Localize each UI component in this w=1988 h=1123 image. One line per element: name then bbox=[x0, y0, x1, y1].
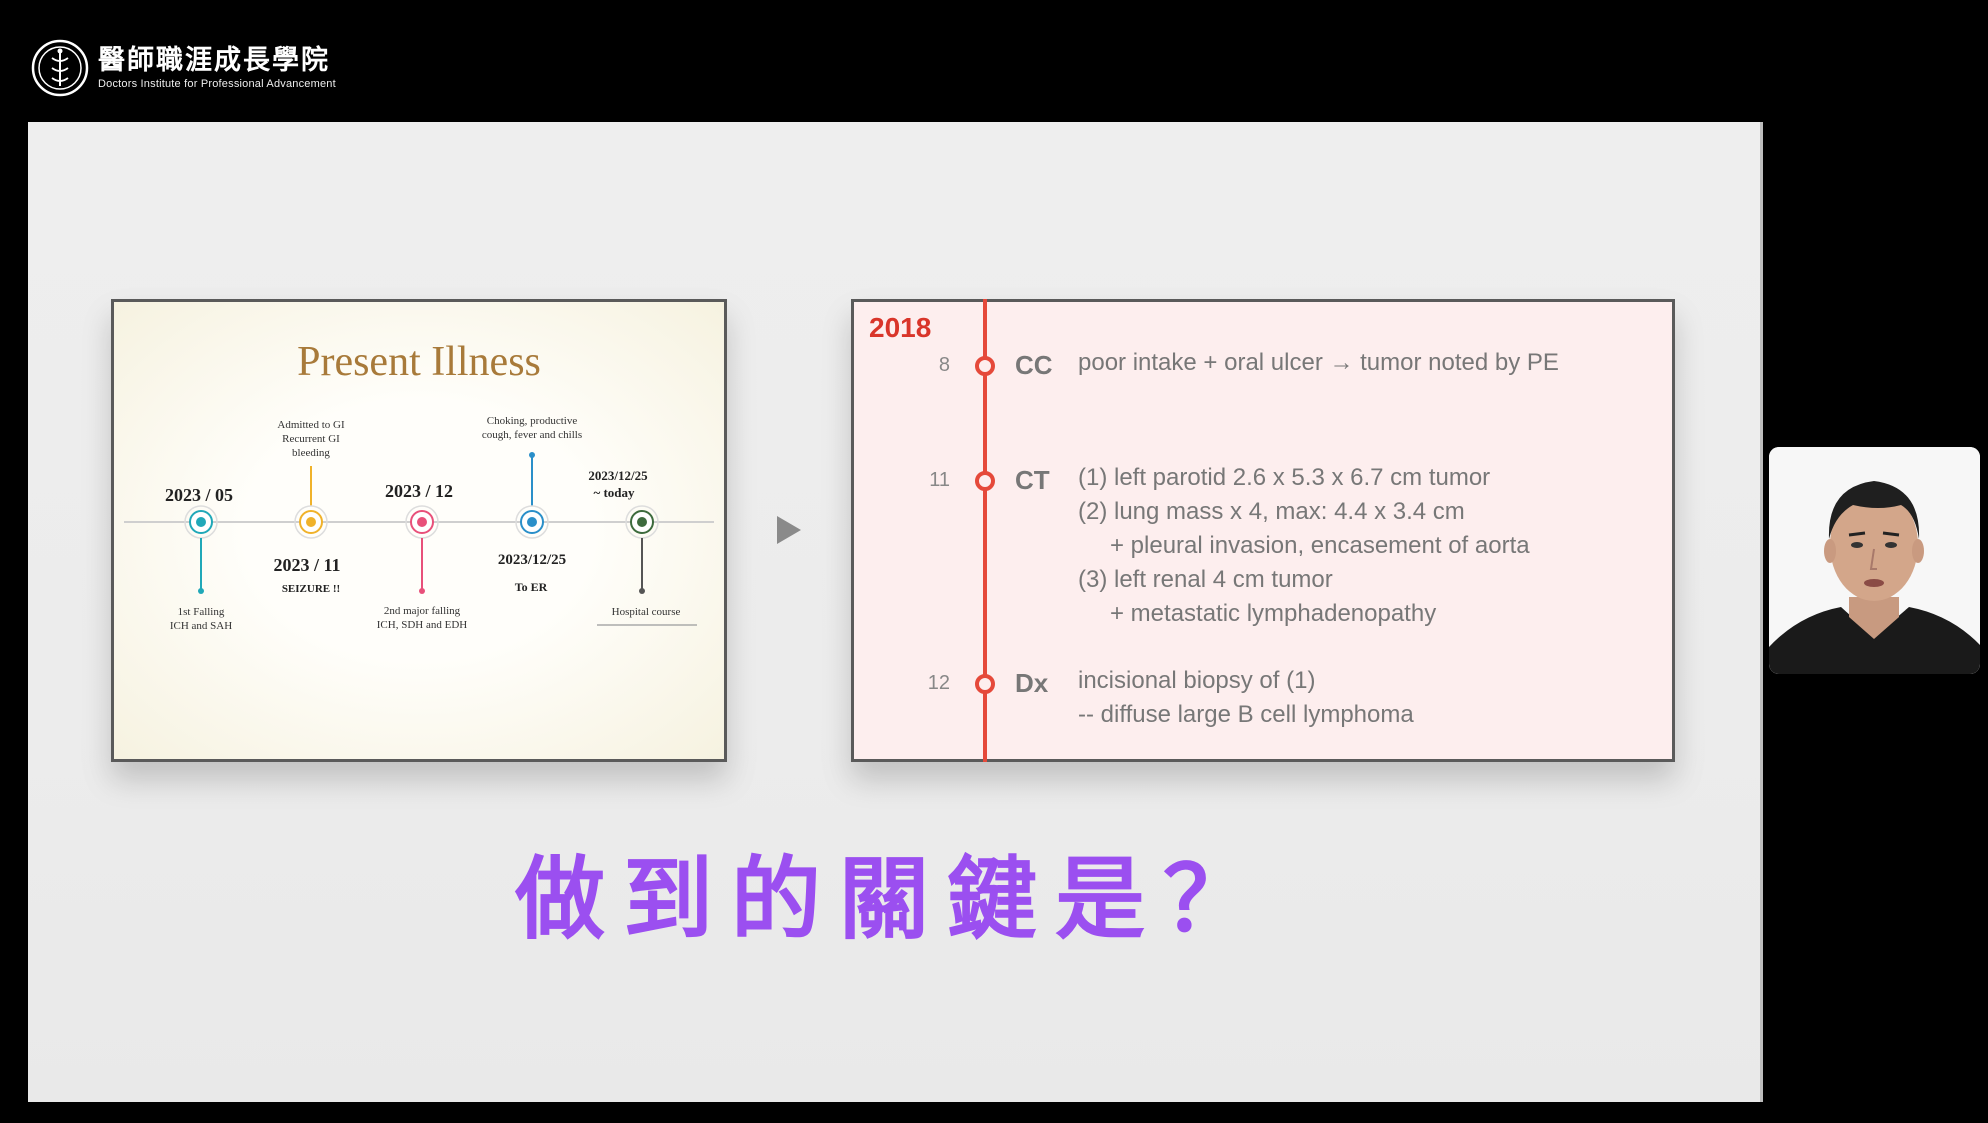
present-illness-title: Present Illness bbox=[297, 339, 541, 385]
event-date: 2023 / 05 bbox=[165, 485, 233, 505]
svg-text:2023/12/25: 2023/12/25 bbox=[498, 552, 566, 568]
entry-month: 12 bbox=[927, 672, 950, 694]
entry-line: (2) lung mass x 4, max: 4.4 x 3.4 cm bbox=[1078, 498, 1465, 525]
timeline-line bbox=[983, 299, 987, 762]
svg-text:ICH and SAH: ICH and SAH bbox=[170, 620, 232, 632]
entry-month: 8 bbox=[938, 354, 950, 376]
svg-text:1st Falling: 1st Falling bbox=[178, 606, 225, 618]
event-2023-05: 2023 / 05 1st Falling ICH and SAH bbox=[165, 485, 233, 632]
svg-text:~ today: ~ today bbox=[593, 485, 635, 500]
entry-line: + pleural invasion, encasement of aorta bbox=[1110, 532, 1530, 559]
entry-dot bbox=[975, 674, 995, 694]
svg-text:SEIZURE !!: SEIZURE !! bbox=[282, 583, 340, 595]
svg-text:2nd major falling: 2nd major falling bbox=[384, 605, 461, 617]
svg-text:Choking, productive: Choking, productive bbox=[487, 415, 578, 427]
entry-tag: CT bbox=[1015, 465, 1050, 495]
institute-name-cn: 醫師職涯成長學院 bbox=[98, 45, 330, 76]
entry-dot bbox=[975, 356, 995, 376]
svg-text:bleeding: bleeding bbox=[292, 447, 330, 459]
svg-text:2023 / 11: 2023 / 11 bbox=[273, 555, 340, 575]
subtitle-caption: 做到的關鍵是？ bbox=[515, 847, 1271, 952]
entry-tag: Dx bbox=[1015, 668, 1049, 698]
presenter-avatar bbox=[1769, 447, 1980, 674]
svg-text:2023 / 12: 2023 / 12 bbox=[385, 481, 453, 501]
svg-text:ICH, SDH and EDH: ICH, SDH and EDH bbox=[377, 619, 467, 631]
event-marker bbox=[417, 517, 427, 527]
presenter-webcam bbox=[1769, 447, 1980, 674]
timeline-card: 2018 8 CC poor intake + oral ulcer → tum… bbox=[851, 299, 1675, 762]
bottom-bar bbox=[0, 1102, 1988, 1123]
svg-text:To ER: To ER bbox=[515, 580, 548, 594]
svg-text:cough, fever and chills: cough, fever and chills bbox=[482, 429, 582, 441]
event-2023-12-25-er: Choking, productive cough, fever and chi… bbox=[482, 415, 582, 594]
event-marker bbox=[306, 517, 316, 527]
present-illness-thumbnail: Present Illness 2023 / 05 1st Falling IC… bbox=[111, 299, 727, 762]
event-marker bbox=[196, 517, 206, 527]
slide-edge bbox=[1760, 122, 1763, 1102]
entry-line: -- diffuse large B cell lymphoma bbox=[1078, 701, 1414, 728]
event-marker bbox=[527, 517, 537, 527]
institute-name-en: Doctors Institute for Professional Advan… bbox=[98, 78, 336, 90]
svg-text:2023/12/25: 2023/12/25 bbox=[588, 468, 648, 483]
entry-line: (1) left parotid 2.6 x 5.3 x 6.7 cm tumo… bbox=[1078, 464, 1491, 491]
entry-line: poor intake + oral ulcer → tumor noted b… bbox=[1078, 349, 1559, 376]
event-2023-11: Admitted to GI Recurrent GI bleeding 202… bbox=[273, 419, 344, 595]
institute-logo: 醫師職涯成長學院 Doctors Institute for Professio… bbox=[30, 38, 336, 98]
svg-text:Recurrent GI: Recurrent GI bbox=[282, 433, 340, 445]
svg-text:Admitted to GI: Admitted to GI bbox=[277, 419, 345, 431]
event-hospital-course: 2023/12/25 ~ today Hospital course bbox=[588, 468, 697, 626]
event-2023-12: 2023 / 12 2nd major falling ICH, SDH and… bbox=[377, 481, 467, 631]
entry-tag: CC bbox=[1015, 350, 1053, 380]
timeline-year: 2018 bbox=[869, 312, 932, 343]
entry-line: (3) left renal 4 cm tumor bbox=[1078, 566, 1333, 593]
next-arrow-icon bbox=[777, 516, 801, 544]
entry-line: + metastatic lymphadenopathy bbox=[1110, 600, 1437, 627]
caduceus-seal-icon bbox=[31, 39, 89, 97]
event-marker bbox=[637, 517, 647, 527]
entry-month: 11 bbox=[929, 469, 950, 491]
svg-text:Hospital course: Hospital course bbox=[612, 606, 681, 618]
entry-dot bbox=[975, 471, 995, 491]
entry-line: incisional biopsy of (1) bbox=[1078, 667, 1316, 694]
